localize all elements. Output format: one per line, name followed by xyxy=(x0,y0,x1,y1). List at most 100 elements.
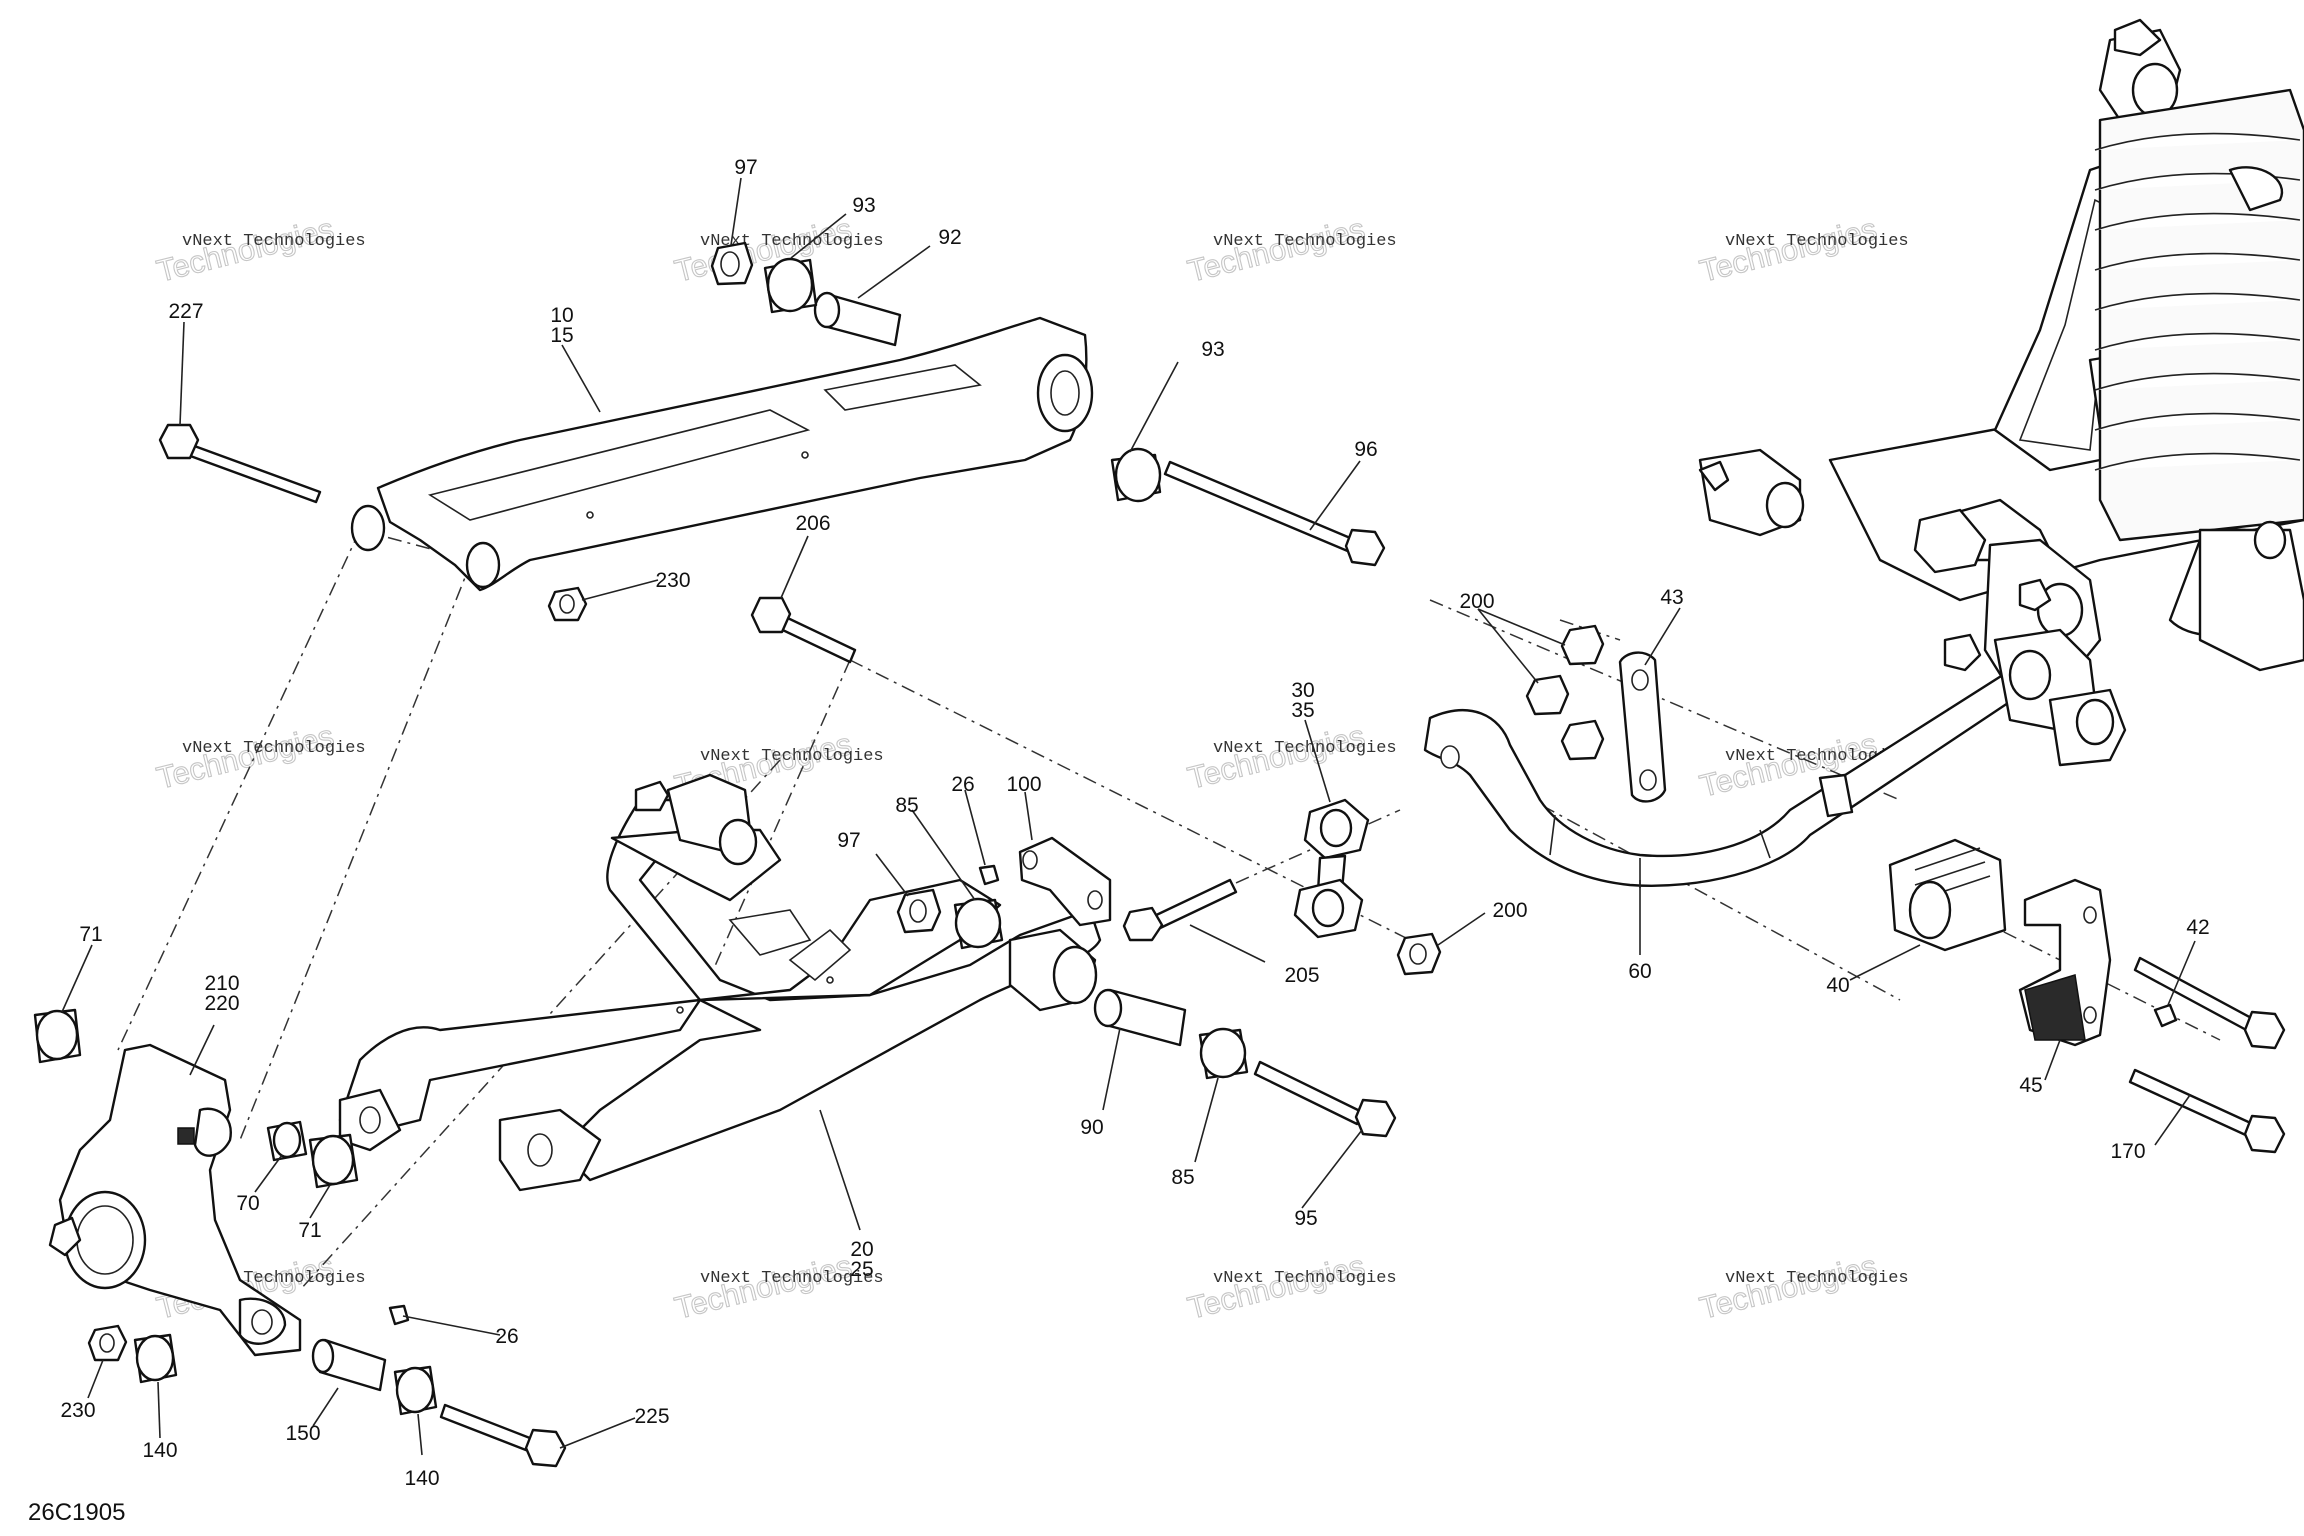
callout-70: 70 xyxy=(236,1192,259,1215)
watermark: Technologies vNext Technologies xyxy=(1696,1248,1909,1327)
callout-71: 71 xyxy=(79,923,102,946)
callout-140-b: 140 xyxy=(404,1467,439,1490)
callout-95: 95 xyxy=(1294,1207,1317,1230)
svg-text:vNext Technologies: vNext Technologies xyxy=(1725,232,1909,251)
callout-26-low: 26 xyxy=(495,1325,518,1348)
link-plate-43 xyxy=(1618,651,1667,803)
nut-200-a xyxy=(1560,624,1605,666)
grease-fitting-26-low xyxy=(388,1304,410,1326)
callout-labels: 97 93 92 227 10 15 93 96 230 206 200 43 … xyxy=(60,156,2209,1490)
bushing-93-mid xyxy=(1110,447,1162,503)
watermark: Technologies vNext Technologies xyxy=(153,211,366,290)
leader-lines xyxy=(61,177,2196,1456)
callout-227: 227 xyxy=(168,300,203,323)
bushing-85-low xyxy=(1198,1027,1249,1080)
callout-205: 205 xyxy=(1284,964,1319,987)
nut-230-top xyxy=(547,586,588,622)
callout-85: 85 xyxy=(895,794,918,817)
frame-and-shock xyxy=(1698,18,2304,767)
sleeve-92 xyxy=(813,291,902,347)
grease-fitting-26-mid xyxy=(978,864,1000,886)
callout-10: 10 xyxy=(550,304,573,327)
callout-225: 225 xyxy=(634,1405,669,1428)
callout-30: 30 xyxy=(1291,679,1314,702)
bushing-93-top xyxy=(763,257,818,314)
bolt-42-upper xyxy=(2133,956,2286,1050)
callout-71-low: 71 xyxy=(298,1219,321,1242)
callout-60: 60 xyxy=(1628,960,1651,983)
bolt-96 xyxy=(1163,460,1386,567)
svg-text:vNext Technologies: vNext Technologies xyxy=(700,1269,884,1288)
callout-97-mid: 97 xyxy=(837,829,860,852)
nut-200-c xyxy=(1560,719,1605,761)
bolt-227 xyxy=(158,423,322,504)
bolt-225 xyxy=(439,1403,567,1468)
callout-90: 90 xyxy=(1080,1116,1103,1139)
callout-26: 26 xyxy=(951,773,974,796)
bracket-100 xyxy=(1018,836,1112,927)
bushing-140-b xyxy=(393,1365,438,1416)
svg-text:vNext Technologies: vNext Technologies xyxy=(1213,1269,1397,1288)
bushing-70 xyxy=(266,1120,308,1162)
bolt-170 xyxy=(2128,1068,2286,1154)
svg-text:vNext Technologies: vNext Technologies xyxy=(182,232,366,251)
svg-text:vNext Technologies: vNext Technologies xyxy=(1725,747,1909,766)
lower-a-arm xyxy=(338,773,1102,1192)
upper-a-arm xyxy=(350,316,1094,592)
callout-96: 96 xyxy=(1354,438,1377,461)
callout-230-low: 230 xyxy=(60,1399,95,1422)
bushing-40 xyxy=(1888,838,2007,952)
callout-45: 45 xyxy=(2019,1074,2042,1097)
callout-25: 25 xyxy=(850,1258,873,1281)
callout-85-low: 85 xyxy=(1171,1166,1194,1189)
bolt-95 xyxy=(1253,1060,1397,1138)
stabilizer-link xyxy=(1293,798,1370,939)
bushing-140-a xyxy=(133,1333,178,1384)
callout-43: 43 xyxy=(1660,586,1683,609)
nut-230-low xyxy=(87,1324,128,1362)
sleeve-150 xyxy=(311,1338,387,1392)
callout-15: 15 xyxy=(550,324,573,347)
bushing-71-left xyxy=(33,1008,82,1064)
callout-200-right: 200 xyxy=(1492,899,1527,922)
svg-text:vNext Technologies: vNext Technologies xyxy=(1213,739,1397,758)
nut-97-mid xyxy=(896,888,942,934)
diagram-code: 26C1905 xyxy=(28,1499,125,1526)
callout-40: 40 xyxy=(1826,974,1849,997)
bushing-85-top xyxy=(953,897,1004,950)
clamp-45 xyxy=(2018,878,2112,1047)
callout-220: 220 xyxy=(204,992,239,1015)
watermark: Technologies vNext Technologies xyxy=(1696,211,1909,290)
callout-42: 42 xyxy=(2186,916,2209,939)
callout-92: 92 xyxy=(938,226,961,249)
svg-text:vNext Technologies: vNext Technologies xyxy=(1725,1269,1909,1288)
watermark: Technologies vNext Technologies xyxy=(1184,211,1397,290)
callout-35: 35 xyxy=(1291,699,1314,722)
callout-20: 20 xyxy=(850,1238,873,1261)
sleeve-90 xyxy=(1093,988,1187,1047)
callout-230: 230 xyxy=(655,569,690,592)
svg-text:vNext Technologies: vNext Technologies xyxy=(1213,232,1397,251)
nut-200-right xyxy=(1396,932,1442,976)
svg-text:vNext Technologies: vNext Technologies xyxy=(700,747,884,766)
watermark: Technologies vNext Technologies xyxy=(153,718,366,797)
nut-97-top xyxy=(710,241,754,286)
callout-100: 100 xyxy=(1006,773,1041,796)
callout-140: 140 xyxy=(142,1439,177,1462)
callout-200: 200 xyxy=(1459,590,1494,613)
callout-93: 93 xyxy=(852,194,875,217)
callout-210: 210 xyxy=(204,972,239,995)
callout-206: 206 xyxy=(795,512,830,535)
bushing-71-low xyxy=(308,1133,359,1189)
callout-97: 97 xyxy=(734,156,757,179)
watermark: Technologies vNext Technologies xyxy=(1184,1248,1397,1327)
svg-text:vNext Technologies: vNext Technologies xyxy=(182,739,366,758)
callout-150: 150 xyxy=(285,1422,320,1445)
grease-fitting-42 xyxy=(2153,1003,2178,1028)
nut-200-b xyxy=(1525,674,1570,716)
bolt-206 xyxy=(750,596,857,664)
callout-93-mid: 93 xyxy=(1201,338,1224,361)
knuckle xyxy=(48,1043,302,1357)
callout-170: 170 xyxy=(2110,1140,2145,1163)
